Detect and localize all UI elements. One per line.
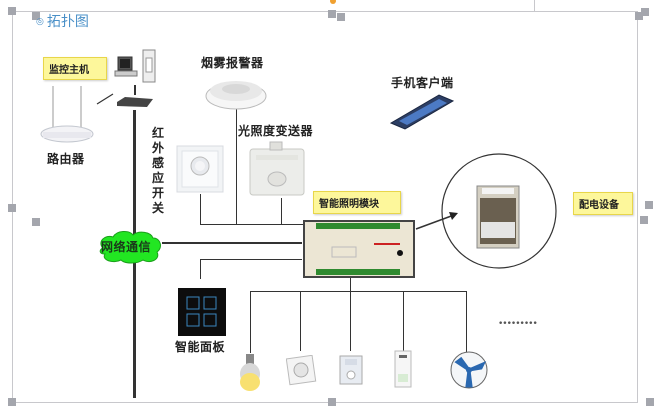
light-sensor-label: 光照度变送器 [238,124,314,138]
resize-handle-left[interactable] [8,204,16,212]
router-label: 路由器 [47,152,85,166]
rotate-handle[interactable] [330,0,336,4]
distribution-circle [441,153,557,269]
resize-handle-inner-right[interactable] [640,216,648,224]
bullet-icon: ◎ [36,17,44,27]
resize-handle-bottom-left[interactable] [8,398,16,406]
network-link-line [162,242,302,244]
smoke-alarm-label: 烟雾报警器 [201,56,264,70]
infrared-switch-icon [176,145,224,193]
resize-handle-top[interactable] [328,10,336,18]
sensor-bus-line [200,224,304,225]
drop-socket [300,291,301,351]
resize-handle-inner-left[interactable] [32,218,40,226]
diagram-title: ◎拓扑图 [36,11,89,31]
ir-switch-line [200,194,201,224]
lighting-module-icon [303,220,415,278]
wall-socket-icon [286,355,317,386]
top-divider [534,0,535,11]
drop-switch-socket [350,276,351,351]
light-sensor-icon [249,141,305,196]
air-conditioner-icon [394,350,412,388]
device-bus-line [250,291,466,292]
computer-icon [114,49,156,83]
resize-handle-bottom-right[interactable] [646,398,654,406]
resize-handle-top-left[interactable] [8,7,16,15]
fan-icon [450,351,488,389]
resize-handle-bottom[interactable] [328,398,336,406]
light-sensor-line [281,198,282,224]
resize-handle-inner-top[interactable] [337,13,345,21]
router-host-link [96,93,114,105]
module-to-distribution-arrow [415,214,455,230]
smart-panel-label: 智能面板 [175,340,226,354]
smoke-sensor-line [236,102,237,224]
bulb-icon [240,354,260,391]
resize-handle-right[interactable] [645,201,653,209]
smoke-alarm-icon [205,81,267,110]
resize-handle-inner-top-right[interactable] [635,12,643,20]
network-cloud-icon [99,231,161,264]
arrow-head [449,212,458,220]
panel-drop-line [200,259,201,279]
smartphone-icon [389,94,455,130]
smart-panel-icon [178,288,226,336]
infrared-switch-label: 红外感应开关 [152,126,165,215]
router-icon [40,86,94,143]
network-label: 网络通信 [101,240,152,254]
resize-handle-inner-top-left[interactable] [32,12,40,20]
drop-bulb [250,291,251,353]
panel-link-line [200,259,302,260]
lighting-module-label: 智能照明模块 [313,191,401,214]
distribution-label: 配电设备 [573,192,633,215]
resize-handle-top-right[interactable] [641,8,649,16]
switch-socket-icon [339,355,363,385]
network-switch-icon [117,97,153,107]
title-text: 拓扑图 [46,14,89,30]
phone-client-label: 手机客户端 [391,76,454,90]
host-switch-link [134,85,136,95]
drop-fan [466,291,467,359]
monitor-host-label: 监控主机 [43,57,107,80]
drop-ac [403,291,404,351]
more-devices-ellipsis: ••••••••• [498,319,538,329]
